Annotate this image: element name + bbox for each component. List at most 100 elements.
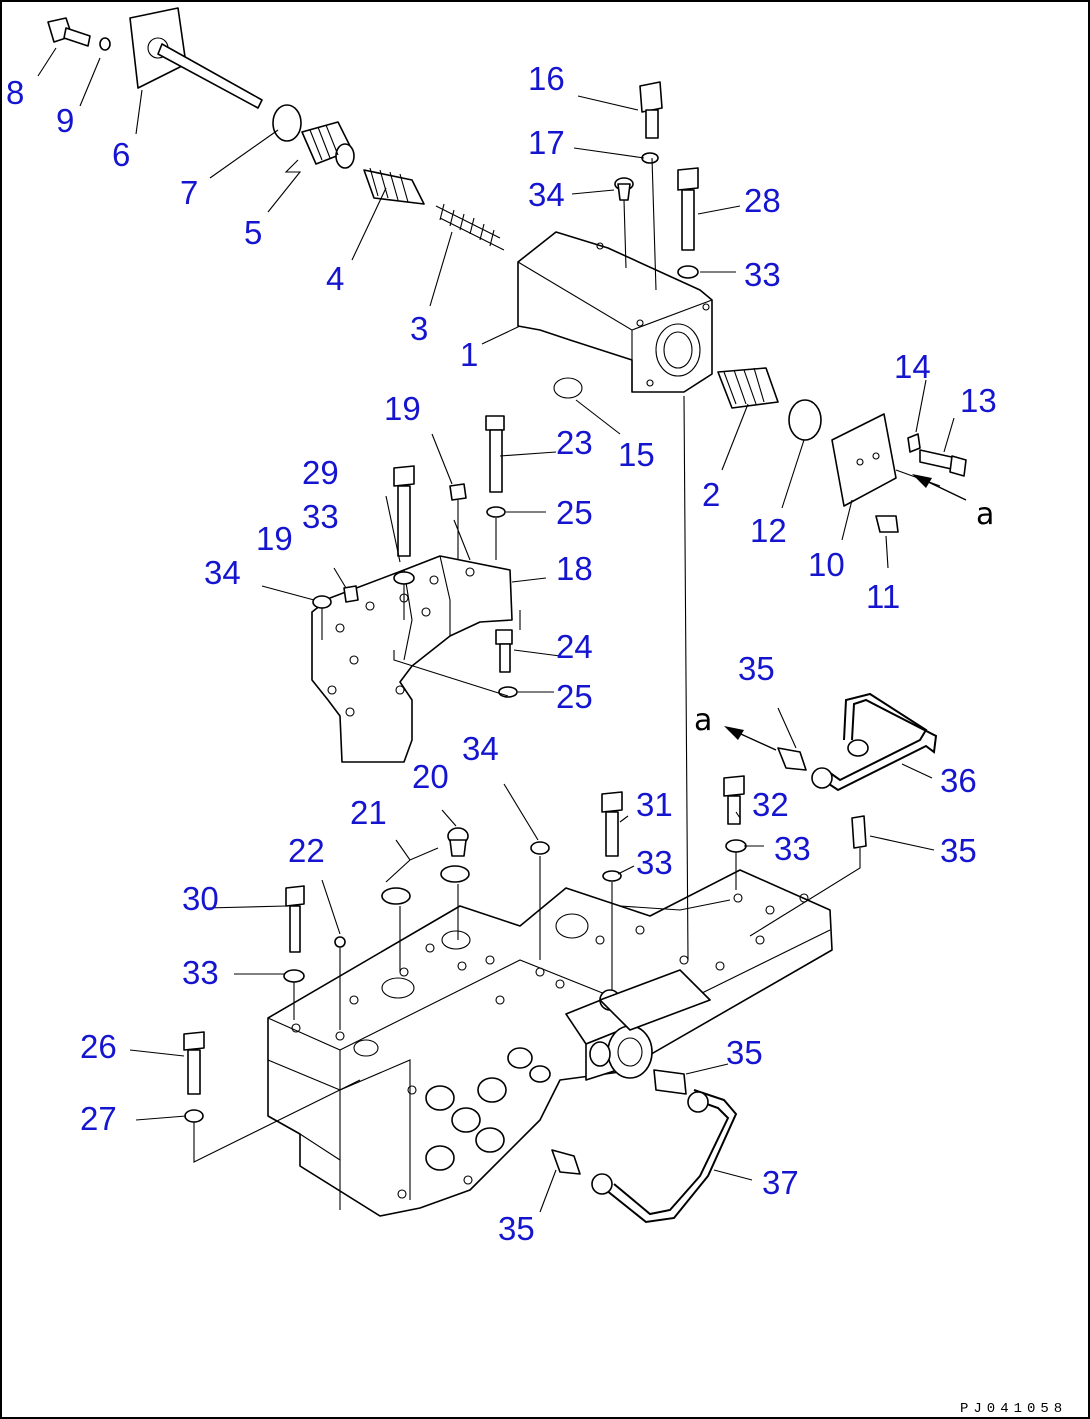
callout-19: 19 <box>384 390 421 427</box>
callout-15: 15 <box>618 436 655 473</box>
callout-13: 13 <box>960 382 997 419</box>
callout-22: 22 <box>288 832 325 869</box>
callout-31: 31 <box>636 786 673 823</box>
part-33-washer <box>677 265 699 279</box>
part-19-plug <box>449 483 467 501</box>
part-7-o-ring <box>272 104 302 142</box>
callout-32: 32 <box>752 786 789 823</box>
part-3-spring <box>435 203 505 251</box>
callout-17: 17 <box>528 124 565 161</box>
part-10-cover <box>831 413 897 507</box>
callout-3: 3 <box>410 310 428 347</box>
callout-35: 35 <box>738 650 775 687</box>
guide-line <box>453 500 471 561</box>
callout-23: 23 <box>556 424 593 461</box>
leader-lines <box>37 47 955 1213</box>
callout-37: 37 <box>762 1164 799 1201</box>
part-36-tube <box>811 692 938 792</box>
part-29-bolt <box>393 465 415 557</box>
part-8-bolt <box>47 17 91 47</box>
guide-line <box>623 199 627 269</box>
part-26-bolt <box>183 1031 205 1095</box>
callout-10: 10 <box>808 546 845 583</box>
part-27-washer <box>184 1109 204 1123</box>
main-valve-assembly <box>267 869 833 1217</box>
callout-26: 26 <box>80 1028 117 1065</box>
callout-7: 7 <box>180 174 198 211</box>
callout-34-b: 34 <box>204 554 241 591</box>
part-22-ball <box>334 936 346 948</box>
part-16-bolt <box>639 81 663 139</box>
guide-line <box>651 157 657 291</box>
part-23-bolt <box>485 415 505 493</box>
callout-2: 2 <box>702 476 720 513</box>
callout-33-c: 33 <box>636 844 673 881</box>
callout-8: 8 <box>6 74 24 111</box>
part-21-plate-b <box>381 887 411 905</box>
callout-labels: 8 9 6 7 5 4 3 1 16 17 34 28 33 15 2 12 1… <box>6 60 997 1247</box>
callout-35-d: 35 <box>498 1210 535 1247</box>
callout-25-b: 25 <box>556 678 593 715</box>
part-15-o-ring <box>553 377 583 399</box>
callout-12: 12 <box>750 512 787 549</box>
view-arrow-head <box>724 726 744 740</box>
guide-line <box>193 1079 361 1163</box>
part-9-washer <box>99 37 111 51</box>
callout-28: 28 <box>744 182 781 219</box>
part-5-spool <box>301 121 355 169</box>
part-6-cover-plate <box>129 7 263 109</box>
part-11-plug <box>875 515 899 533</box>
part-34-plug-low <box>530 841 550 855</box>
part-30-bolt <box>285 885 305 953</box>
part-33-washer-32 <box>725 839 747 853</box>
part-33-washer-low <box>283 969 305 983</box>
part-14-washer <box>907 433 921 453</box>
part-18-valve-body <box>311 555 513 763</box>
part-35-connector-d <box>551 1149 581 1175</box>
callout-33: 33 <box>744 256 781 293</box>
callout-5: 5 <box>244 214 262 251</box>
callout-33-d: 33 <box>774 830 811 867</box>
callout-30: 30 <box>182 880 219 917</box>
guide-line <box>393 650 509 697</box>
part-13-bolt <box>919 449 967 477</box>
part-33-washer-31 <box>602 870 622 882</box>
part-28-bolt <box>677 167 699 251</box>
part-1-valve-body <box>517 231 713 393</box>
view-arrow-head <box>912 474 932 488</box>
part-37-tube <box>591 1089 738 1224</box>
callout-35-c: 35 <box>726 1034 763 1071</box>
part-19-plug-b <box>343 585 359 603</box>
drawing-code: PJ041058 <box>960 1401 1067 1417</box>
view-ref-a-label-b: a <box>694 703 712 738</box>
part-25-washer <box>486 506 506 518</box>
callout-34: 34 <box>528 176 565 213</box>
part-17-washer <box>641 152 659 164</box>
part-33-washer-mid <box>393 571 415 585</box>
guide-line <box>683 395 689 961</box>
part-20-plug <box>447 827 469 857</box>
callout-33-b: 33 <box>302 498 339 535</box>
guide-line <box>619 899 731 911</box>
part-34-plug-mid <box>312 595 332 609</box>
part-35-connector-b <box>851 815 867 849</box>
guide-line <box>293 852 737 1030</box>
callout-24: 24 <box>556 628 593 665</box>
callout-33-e: 33 <box>182 954 219 991</box>
guide-line <box>749 848 861 937</box>
callout-9: 9 <box>56 102 74 139</box>
callout-27: 27 <box>80 1100 117 1137</box>
callout-20: 20 <box>412 758 449 795</box>
part-31-bolt <box>601 791 623 857</box>
callout-36: 36 <box>940 762 977 799</box>
callout-34-c: 34 <box>462 730 499 767</box>
part-2-spool <box>717 367 779 409</box>
part-12-o-ring <box>788 399 822 441</box>
part-35-connector-c <box>653 1069 687 1095</box>
callout-19-b: 19 <box>256 520 293 557</box>
callout-16: 16 <box>528 60 565 97</box>
callout-29: 29 <box>302 454 339 491</box>
callout-1: 1 <box>460 336 478 373</box>
callout-14: 14 <box>894 348 931 385</box>
